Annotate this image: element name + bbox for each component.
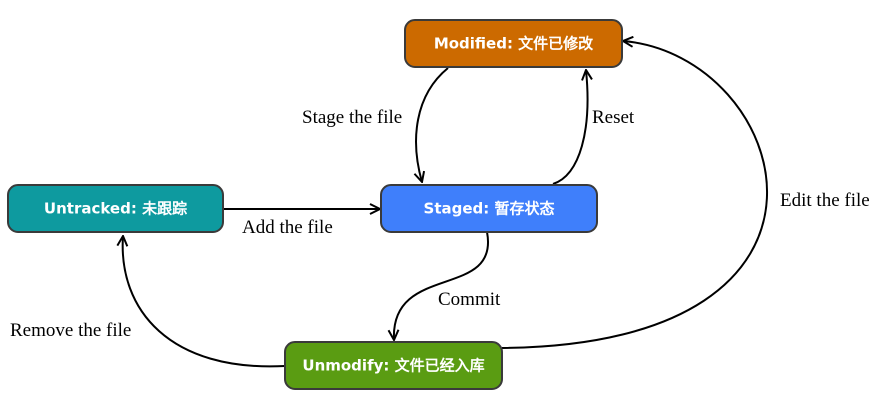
node-untracked-box [7,184,224,233]
node-modified: Modified: 文件已修改 [404,19,623,68]
node-unmodify: Unmodify: 文件已经入库 [284,341,503,390]
node-unmodify-box [284,341,503,390]
edge-reset [552,70,588,185]
edge-commit [394,231,490,340]
label-commit: Commit [438,289,501,310]
node-staged-box [380,184,598,233]
edge-stage-the-file [416,67,449,182]
label-reset: Reset [592,107,635,128]
node-modified-box [404,19,623,68]
node-untracked: Untracked: 未跟踪 [7,184,224,233]
label-edit-the-file: Edit the file [780,190,870,211]
label-remove-the-file: Remove the file [10,320,131,341]
edge-remove-the-file [123,236,286,368]
node-modified-label: Modified: 文件已修改 [434,35,594,53]
edge-edit-the-file [501,41,768,349]
node-unmodify-label: Unmodify: 文件已经入库 [302,357,484,375]
node-staged-label: Staged: 暂存状态 [424,200,555,218]
label-add-the-file: Add the file [242,217,333,238]
node-staged: Staged: 暂存状态 [380,184,598,233]
node-untracked-label: Untracked: 未跟踪 [44,200,187,218]
label-stage-the-file: Stage the file [302,107,402,128]
